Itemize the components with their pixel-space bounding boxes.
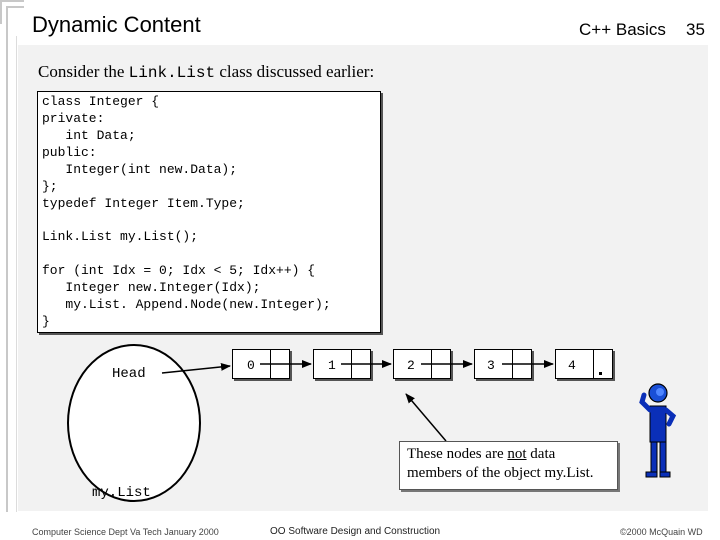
- node-divider: [593, 350, 594, 378]
- node-value: 2: [407, 358, 415, 373]
- code-line: private:: [42, 111, 105, 126]
- code-line: Integer new.Integer(Idx);: [42, 280, 261, 295]
- head-oval: [67, 344, 201, 502]
- note-text: These nodes are: [407, 446, 508, 462]
- code-line: }: [42, 314, 50, 329]
- code-line: public:: [42, 145, 97, 160]
- slide-title: Dynamic Content: [32, 12, 201, 37]
- left-rule: [6, 36, 17, 512]
- callout-arrow: [405, 393, 447, 442]
- intro-text: Consider the Link.List class discussed e…: [38, 62, 374, 82]
- note-text: data: [526, 446, 556, 462]
- intro-after: class discussed earlier:: [215, 62, 375, 81]
- null-terminator: [599, 372, 602, 375]
- code-line: };: [42, 179, 58, 194]
- code-line: class Integer {: [42, 94, 160, 109]
- note-emphasis: not: [507, 446, 527, 462]
- mylist-label: my.List: [92, 485, 151, 501]
- footer-center: OO Software Design and Construction: [270, 526, 441, 537]
- code-line: Integer(int new.Data);: [42, 162, 238, 177]
- head-label: Head: [112, 366, 146, 382]
- corner-ornament-inner: [6, 6, 24, 38]
- thinking-figure-icon: [639, 383, 677, 478]
- node-value: 0: [247, 358, 255, 373]
- code-box: [37, 91, 381, 333]
- node-value: 3: [487, 358, 495, 373]
- list-node: [555, 349, 613, 379]
- footer-right: ©2000 McQuain WD: [620, 527, 703, 537]
- node-value: 4: [568, 358, 576, 373]
- code-line: my.List. Append.Node(new.Integer);: [42, 297, 331, 312]
- slide-number: 35: [686, 20, 705, 39]
- intro-before: Consider the: [38, 62, 129, 81]
- note-line: members of the object my.List.: [407, 465, 594, 481]
- code-line: for (int Idx = 0; Idx < 5; Idx++) {: [42, 263, 316, 278]
- code-line: typedef Integer Item.Type;: [42, 196, 245, 211]
- node-value: 1: [328, 358, 336, 373]
- footer-left: Computer Science Dept Va Tech January 20…: [32, 527, 219, 537]
- code-line: int Data;: [42, 128, 136, 143]
- head-pointer-arrow: [161, 362, 231, 374]
- note-callout: [399, 441, 618, 490]
- code-line: Link.List my.List();: [42, 229, 199, 244]
- intro-code: Link.List: [128, 64, 216, 82]
- corner-ornament: [0, 0, 24, 24]
- note-line: These nodes are not data: [407, 446, 555, 463]
- course-name: C++ Basics: [579, 20, 666, 39]
